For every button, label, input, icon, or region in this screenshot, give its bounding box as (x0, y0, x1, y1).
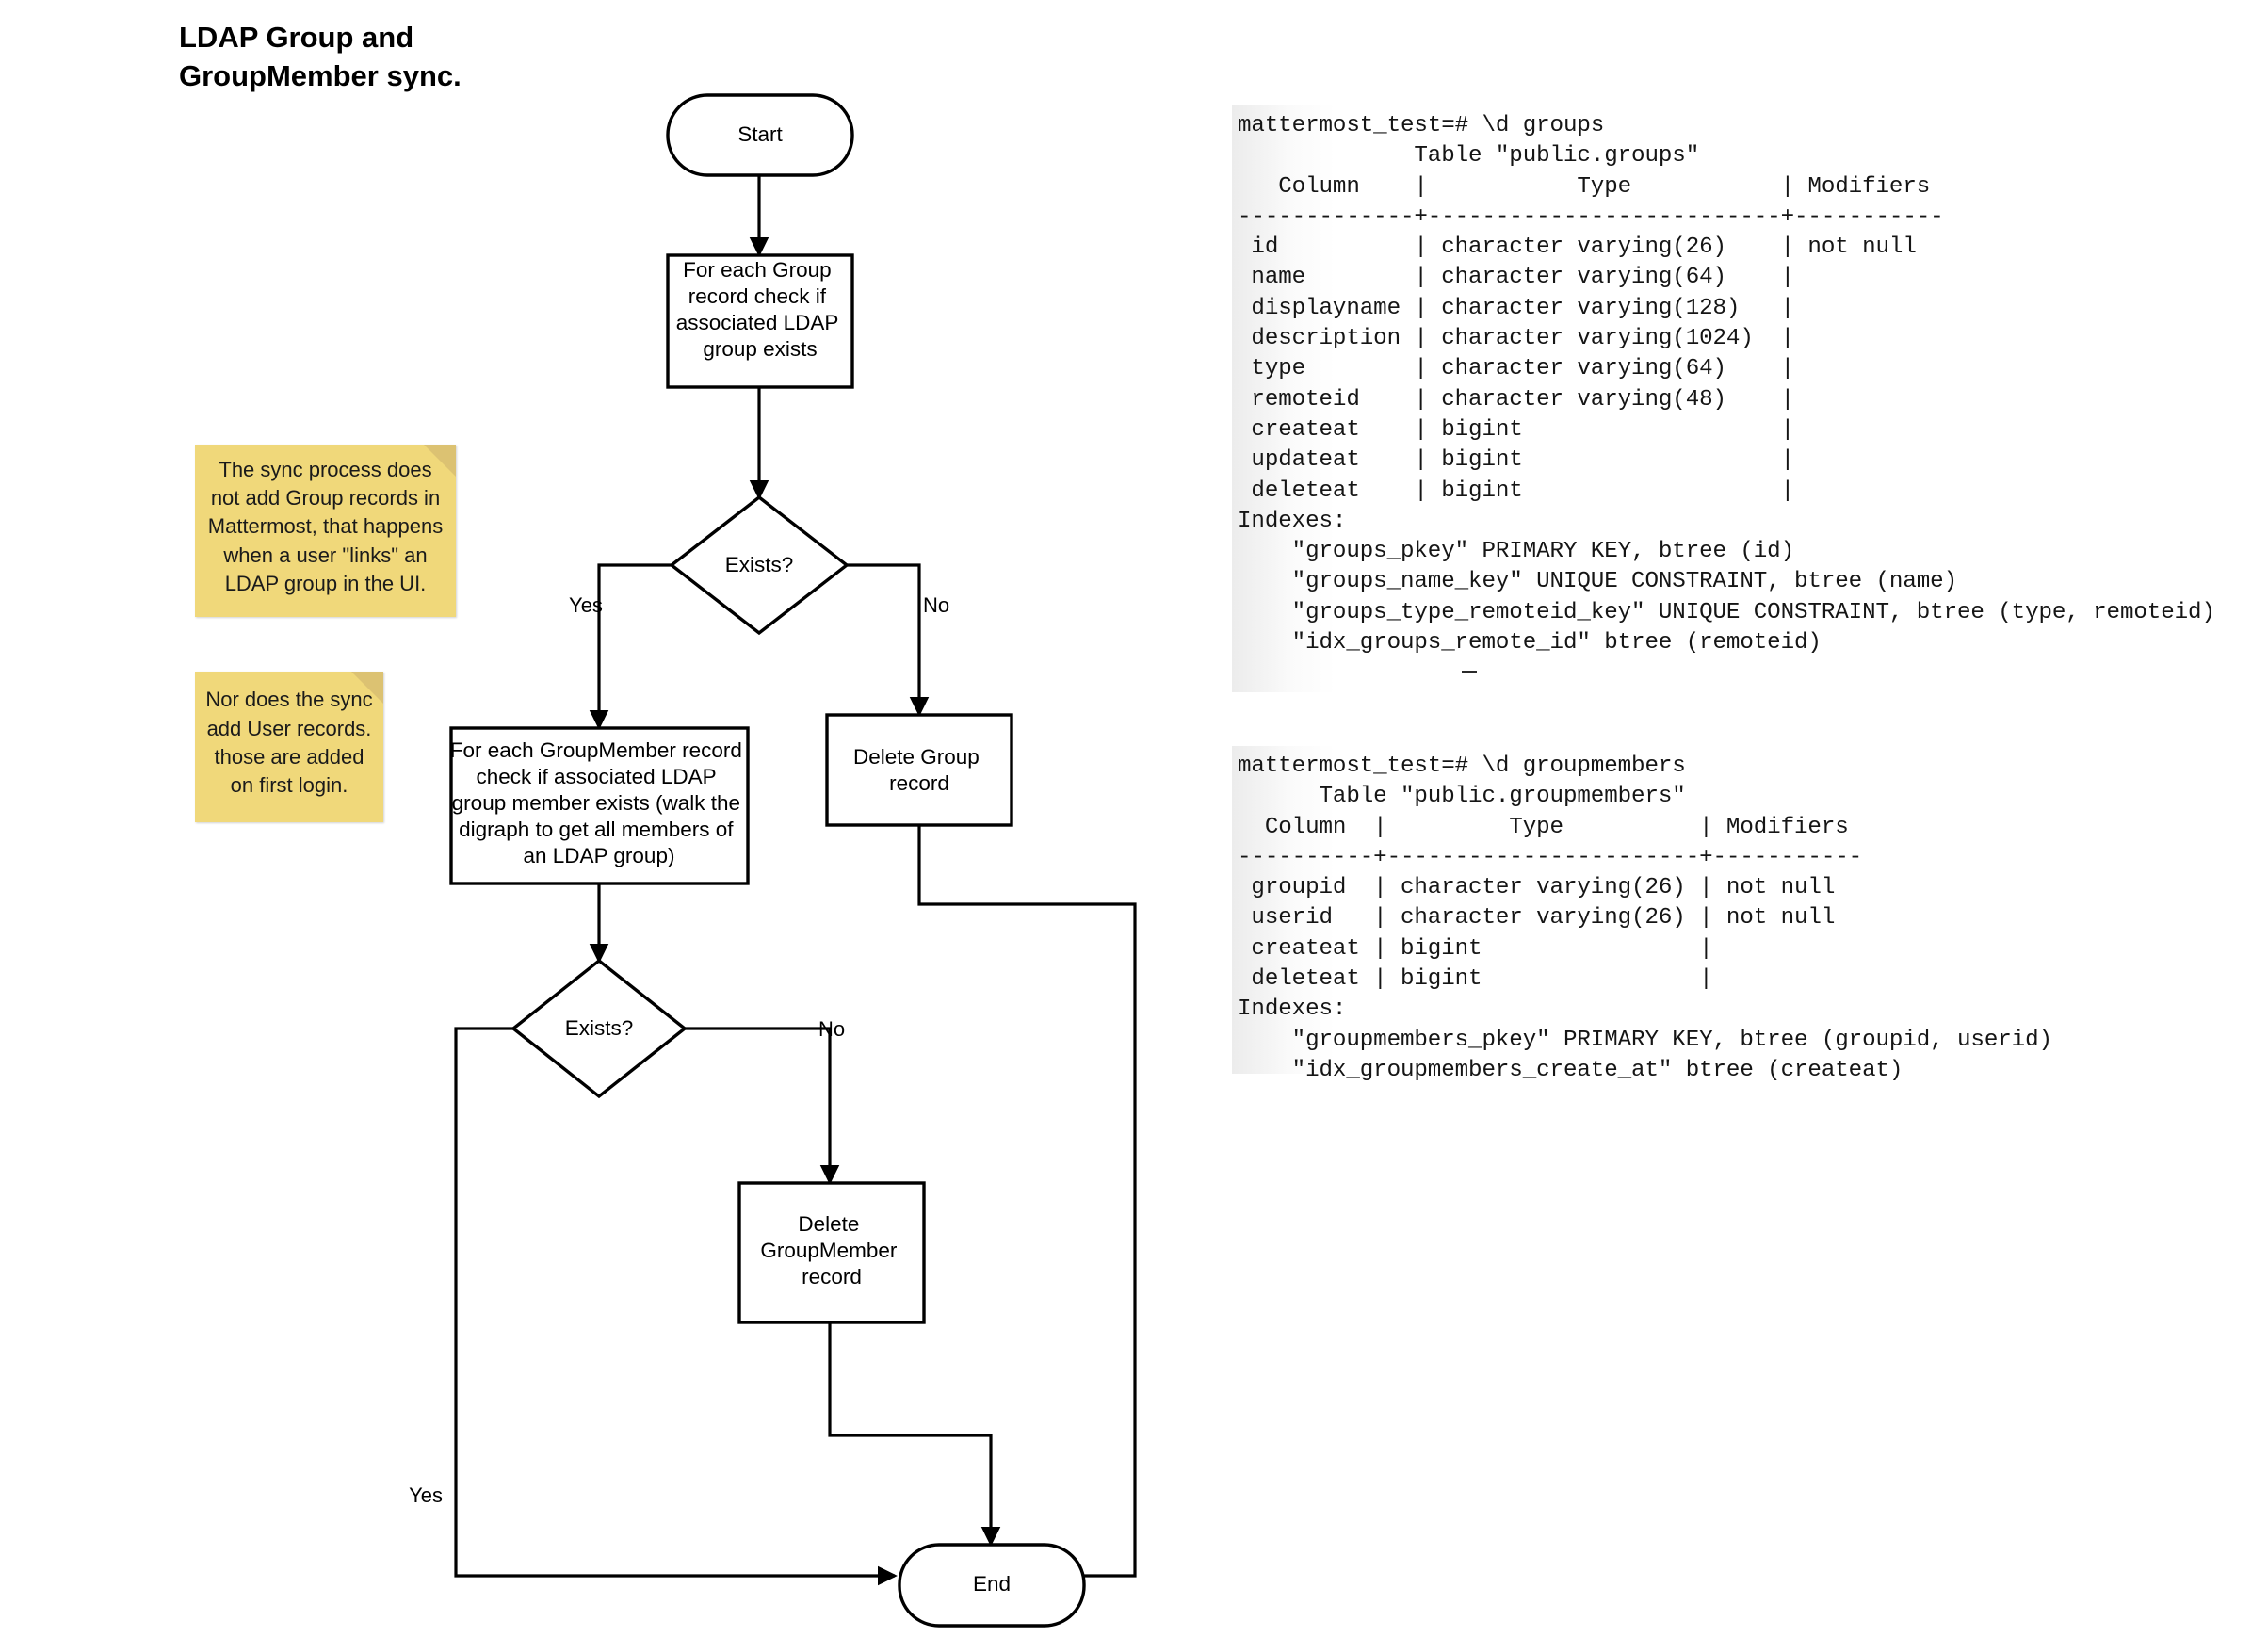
edge-label-group-yes: Yes (569, 593, 603, 617)
terminal-output-groupmembers: mattermost_test=# \d groupmembers Table … (1232, 746, 2052, 1083)
flow-node-start-label: Start (737, 122, 783, 146)
flow-node-delete-group-label: Delete Group record (853, 745, 985, 795)
terminal-output-groups: mattermost_test=# \d groups Table "publi… (1232, 105, 2230, 692)
edge-label-member-no: No (818, 1017, 845, 1041)
flow-node-check-groupmember-label: For each GroupMember record check if ass… (450, 738, 748, 867)
sticky-note-text: Nor does the sync add User records. thos… (205, 688, 373, 798)
edge-delete-group-to-end (917, 825, 1137, 1586)
edge-decision-group-no (847, 563, 930, 717)
edge-delete-member-to-end (828, 1322, 1001, 1547)
flow-node-check-group-label: For each Group record check if associate… (676, 258, 844, 361)
flow-node-decision-group-label: Exists? (725, 553, 794, 576)
edge-decision-member-yes (454, 1027, 898, 1586)
flow-node-delete-groupmember-label: Delete GroupMember record (760, 1212, 902, 1289)
flow-node-delete-group[interactable]: Delete Group record (825, 713, 1013, 827)
edge-label-group-no: No (923, 593, 949, 617)
edge-decision-member-no (685, 1027, 840, 1185)
edge-label-member-yes: Yes (409, 1483, 443, 1507)
flow-node-delete-groupmember[interactable]: Delete GroupMember record (737, 1181, 926, 1324)
flow-node-end[interactable]: End (898, 1543, 1086, 1628)
flow-node-decision-member-label: Exists? (565, 1016, 634, 1040)
flow-node-decision-group[interactable]: Exists? (669, 494, 850, 636)
edge-decision-group-yes (589, 563, 672, 730)
terminal-cursor-icon (1462, 671, 1477, 673)
page-title: LDAP Group and GroupMember sync. (179, 21, 462, 92)
flow-node-check-group[interactable]: For each Group record check if associate… (666, 253, 854, 389)
flow-node-end-label: End (973, 1572, 1011, 1596)
sticky-note-sync-user: Nor does the sync add User records. thos… (195, 672, 383, 822)
flow-node-start[interactable]: Start (666, 93, 854, 177)
sticky-note-sync-group: The sync process does not add Group reco… (195, 445, 456, 617)
sticky-note-text: The sync process does not add Group reco… (207, 457, 444, 596)
flow-node-decision-member[interactable]: Exists? (510, 958, 688, 1099)
flow-node-check-groupmember[interactable]: For each GroupMember record check if ass… (449, 726, 750, 885)
